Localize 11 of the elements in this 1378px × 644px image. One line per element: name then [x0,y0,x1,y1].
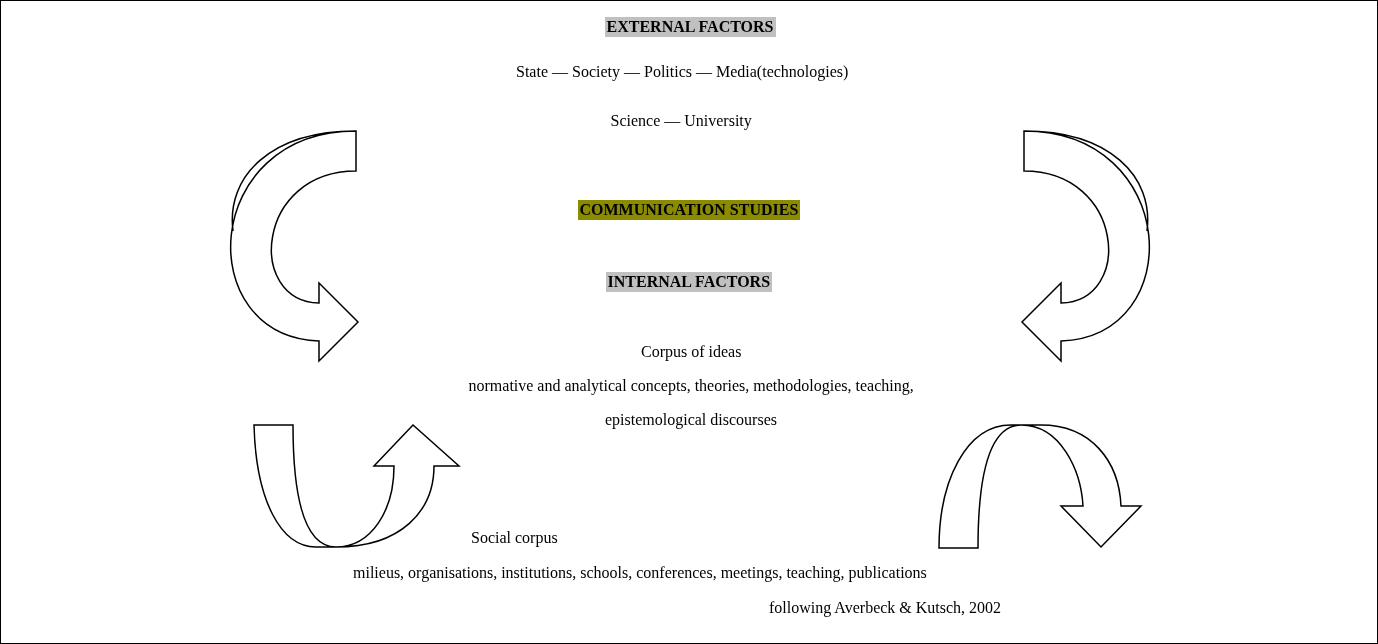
source-note: following Averbeck & Kutsch, 2002 [769,599,1002,617]
description-text: normative and analytical concepts, theories, methodologies, teaching, [468,377,914,395]
description-text: epistemological discourses [605,411,777,429]
heading-band: EXTERNAL FACTORS [604,17,776,37]
factor-list: State — Society — Politics — Media(technologies) [516,63,849,81]
section-heading: Social corpus [471,529,558,547]
heading-band: INTERNAL FACTORS [605,272,773,292]
factor-list: Science — University [610,112,752,130]
title-band: COMMUNICATION STUDIES [577,200,801,220]
description-text: milieus, organisations, institutions, schools, conferences, meetings, teaching, publications [353,564,927,582]
section-heading: Corpus of ideas [641,343,742,361]
